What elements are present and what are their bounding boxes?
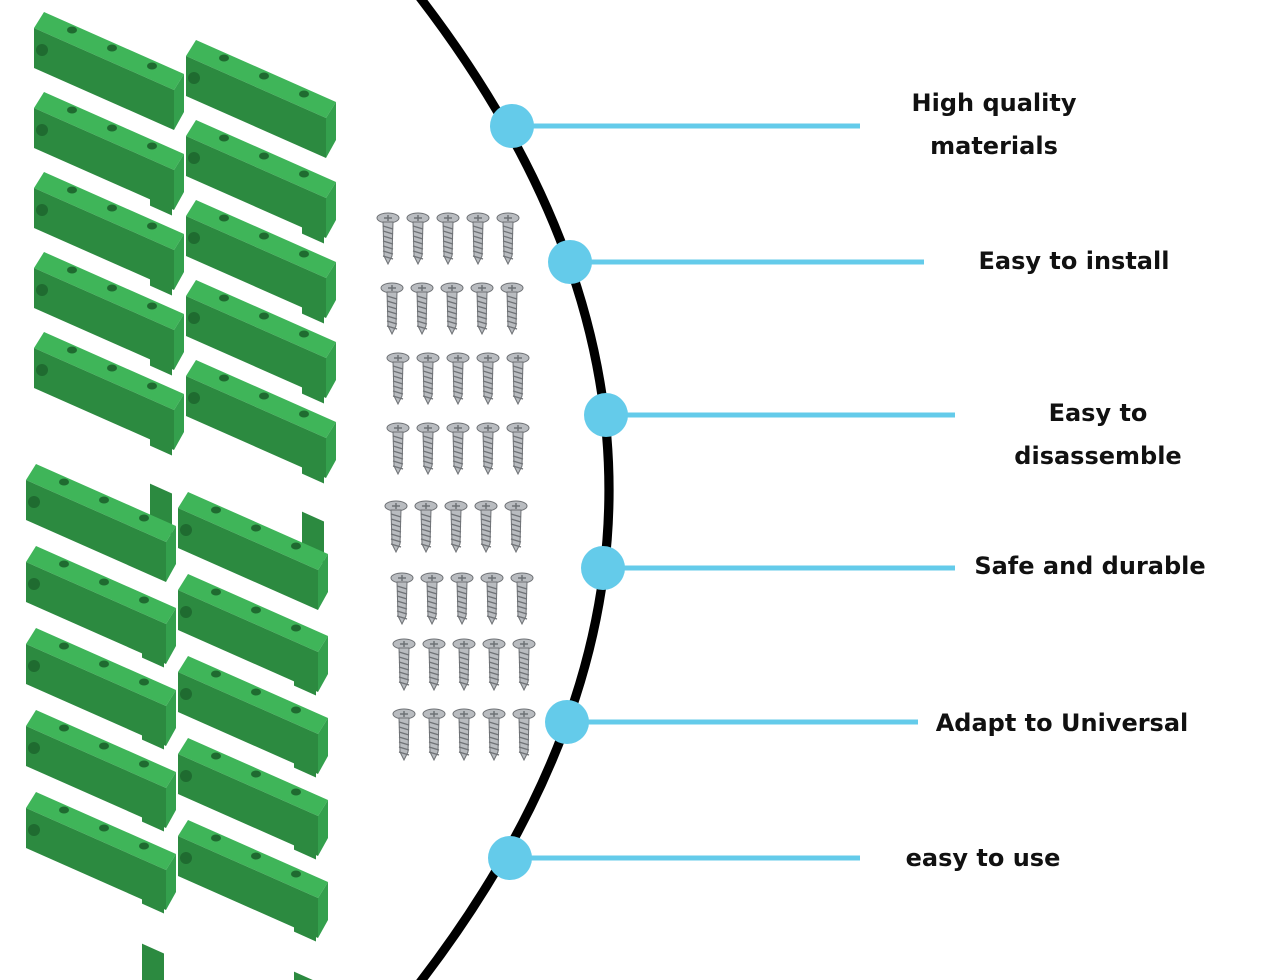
- screw: [390, 572, 414, 626]
- screw: [376, 212, 400, 266]
- screw: [410, 282, 434, 336]
- connector-dot: [545, 700, 589, 744]
- screw: [446, 422, 470, 476]
- screws: [376, 212, 536, 762]
- screw: [466, 212, 490, 266]
- feature-label: easy to use: [823, 837, 1143, 880]
- screw: [422, 708, 446, 762]
- feature-label: Adapt to Universal: [902, 702, 1222, 745]
- screw: [474, 500, 498, 554]
- screw: [512, 708, 536, 762]
- screw: [504, 500, 528, 554]
- feature-label-line: easy to use: [905, 844, 1061, 872]
- screw: [446, 352, 470, 406]
- connector-dot: [581, 546, 625, 590]
- din-clip: [34, 252, 184, 456]
- feature-label-line: disassemble: [1014, 442, 1182, 470]
- screw: [480, 572, 504, 626]
- screw: [436, 212, 460, 266]
- screw: [416, 422, 440, 476]
- screw: [406, 212, 430, 266]
- feature-label-line: High quality: [911, 89, 1077, 117]
- feature-label: Safe and durable: [930, 545, 1250, 588]
- screw: [500, 282, 524, 336]
- feature-label-line: Easy to: [1048, 399, 1148, 427]
- connector-dot: [584, 393, 628, 437]
- screw: [392, 708, 416, 762]
- feature-label: Easy to install: [914, 240, 1234, 283]
- screw: [416, 352, 440, 406]
- connector-dot: [488, 836, 532, 880]
- connector-dot: [490, 104, 534, 148]
- feature-label: High quality materials: [834, 82, 1154, 168]
- screw: [512, 638, 536, 692]
- feature-label-line: Easy to install: [978, 247, 1170, 275]
- din-rail-clips: [26, 12, 336, 980]
- feature-label-line: Safe and durable: [974, 552, 1206, 580]
- screw: [482, 708, 506, 762]
- din-clip: [186, 360, 336, 564]
- screw: [476, 422, 500, 476]
- screw: [450, 572, 474, 626]
- screw: [470, 282, 494, 336]
- screw: [414, 500, 438, 554]
- screw: [496, 212, 520, 266]
- screw: [420, 572, 444, 626]
- screw: [510, 572, 534, 626]
- screw: [482, 638, 506, 692]
- feature-label: Easy to disassemble: [938, 392, 1258, 478]
- screw: [506, 352, 530, 406]
- screw: [392, 638, 416, 692]
- connector-dot: [548, 240, 592, 284]
- screw: [386, 352, 410, 406]
- screw: [440, 282, 464, 336]
- screw: [476, 352, 500, 406]
- screw: [386, 422, 410, 476]
- feature-connectors: [488, 104, 955, 880]
- screw: [384, 500, 408, 554]
- screw: [444, 500, 468, 554]
- screw: [452, 638, 476, 692]
- feature-label-line: materials: [930, 132, 1058, 160]
- din-clip: [26, 792, 176, 980]
- screw: [506, 422, 530, 476]
- din-clip: [178, 820, 328, 980]
- screw: [422, 638, 446, 692]
- screw: [380, 282, 404, 336]
- feature-label-line: Adapt to Universal: [935, 709, 1189, 737]
- screw: [452, 708, 476, 762]
